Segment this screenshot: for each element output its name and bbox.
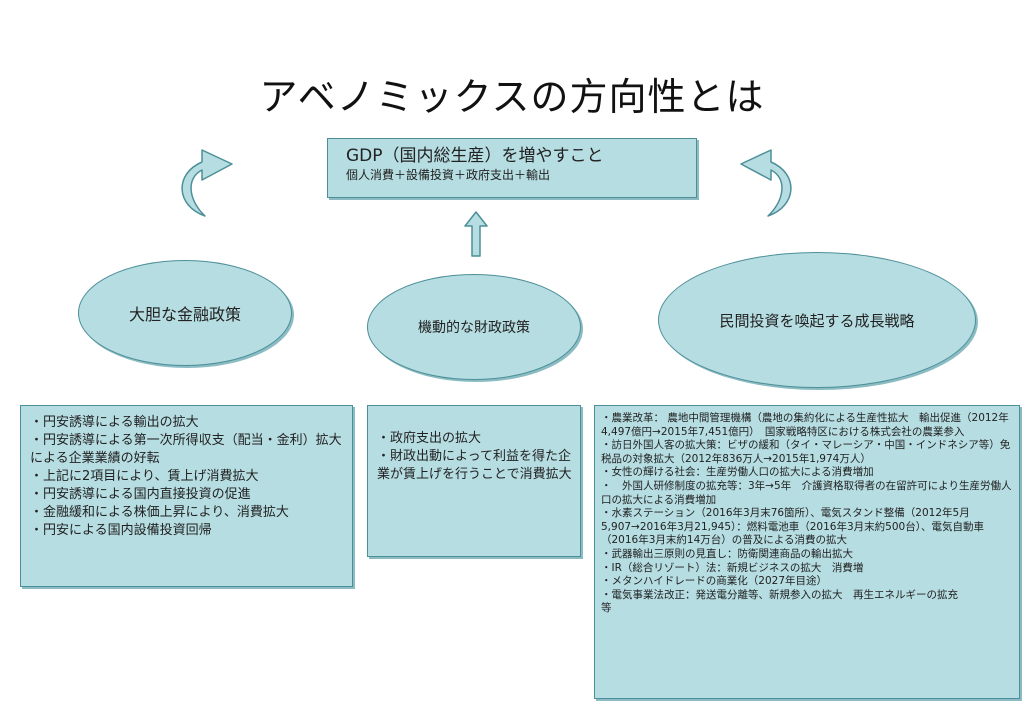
list-item: ・武器輸出三原則の見直し：防衛関連商品の輸出拡大 xyxy=(601,547,853,560)
up-arrow-icon xyxy=(464,211,488,257)
growth-strategy-list: ・農業改革： 農地中間管理機構（農地の集約化による生産性拡大 輸出促進（2012… xyxy=(601,412,1015,616)
fiscal-policy-ellipse: 機動的な財政政策 xyxy=(367,274,581,380)
list-item: ・水素ステーション（2016年3月末76箇所）、電気スタンド整備（2012年5月… xyxy=(601,507,984,547)
list-item: 等 xyxy=(601,602,612,615)
list-item: ・金融緩和による株価上昇により、消費拡大 xyxy=(30,505,289,520)
fiscal-policy-list: ・政府支出の拡大 ・財政出動によって利益を得た企業が賃上げを行うことで消費拡大 xyxy=(377,430,576,484)
gdp-goal-box: GDP（国内総生産）を増やすこと 個人消費＋設備投資＋政府支出＋輸出 xyxy=(327,138,697,198)
list-item: ・訪日外国人客の拡大策：ビザの緩和（タイ・マレーシア・中国・インドネシア等）免税… xyxy=(601,439,1011,465)
monetary-policy-box: ・円安誘導による輸出の拡大 ・円安誘導による第一次所得収支（配当・金利）拡大によ… xyxy=(20,405,353,587)
growth-strategy-box: ・農業改革： 農地中間管理機構（農地の集約化による生産性拡大 輸出促進（2012… xyxy=(594,405,1020,699)
list-item: ・財政出動によって利益を得た企業が賃上げを行うことで消費拡大 xyxy=(377,449,572,482)
list-item: ・円安誘導による輸出の拡大 xyxy=(30,415,199,430)
page-title: アベノミックスの方向性とは xyxy=(259,75,765,119)
list-item: ・上記に2項目により、賃上げ消費拡大 xyxy=(30,469,259,484)
monetary-policy-list: ・円安誘導による輸出の拡大 ・円安誘導による第一次所得収支（配当・金利）拡大によ… xyxy=(30,414,348,540)
list-item: ・女性の輝ける社会：生産労働人口の拡大による消費増加 xyxy=(601,466,874,479)
fiscal-policy-label: 機動的な財政政策 xyxy=(418,320,530,336)
list-item: ・メタンハイドレードの商業化（2027年目途） xyxy=(601,575,828,588)
growth-strategy-ellipse: 民間投資を喚起する成長戦略 xyxy=(658,252,976,388)
list-item: ・IR（総合リゾート）法：新規ビジネスの拡大 消費増 xyxy=(601,561,864,574)
gdp-formula-text: 個人消費＋設備投資＋政府支出＋輸出 xyxy=(346,168,551,182)
growth-strategy-label: 民間投資を喚起する成長戦略 xyxy=(719,311,915,330)
list-item: ・ 外国人研修制度の拡充等：3年→5年 介護資格取得者の在留許可により生産労働人… xyxy=(601,479,1012,506)
monetary-policy-ellipse: 大胆な金融政策 xyxy=(78,260,292,366)
gdp-goal-text: GDP（国内総生産）を増やすこと xyxy=(346,146,604,166)
fiscal-policy-box: ・政府支出の拡大 ・財政出動によって利益を得た企業が賃上げを行うことで消費拡大 xyxy=(367,405,581,557)
list-item: ・円安誘導による第一次所得収支（配当・金利）拡大による企業業績の好転 xyxy=(30,433,342,466)
monetary-policy-label: 大胆な金融政策 xyxy=(128,305,241,324)
list-item: ・政府支出の拡大 xyxy=(377,431,482,446)
list-item: ・農業改革： 農地中間管理機構（農地の集約化による生産性拡大 輸出促進（2012… xyxy=(601,412,1009,438)
list-item: ・電気事業法改正：発送電分離等、新規参入の拡大 再生エネルギーの拡充 xyxy=(601,588,958,601)
curved-arrow-left-icon xyxy=(181,149,233,217)
list-item: ・円安による国内設備投資回帰 xyxy=(30,523,212,538)
curved-arrow-right-icon xyxy=(740,149,792,217)
list-item: ・円安誘導による国内直接投資の促進 xyxy=(30,487,251,502)
